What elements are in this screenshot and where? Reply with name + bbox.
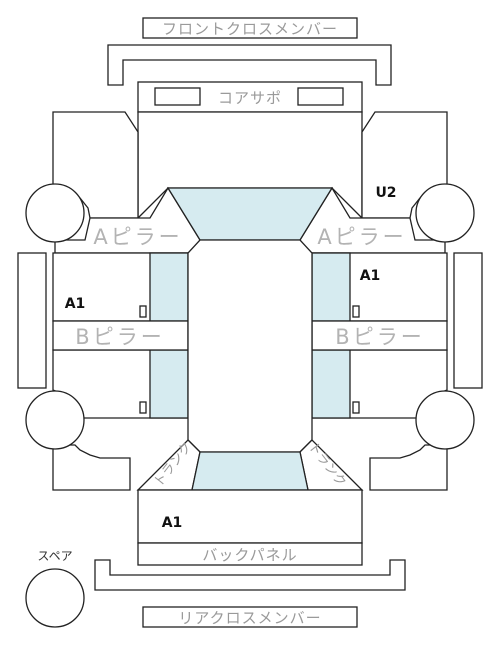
door-handle-fr	[352, 305, 360, 318]
b-pillar-left[interactable]	[52, 320, 189, 351]
back-panel-label: バックパネル	[202, 546, 297, 564]
a-pillar-left-label: Aピラー	[93, 225, 182, 249]
rear-quarter-right[interactable]	[369, 444, 448, 491]
spare-label: スペア	[37, 549, 72, 563]
code-right-front-door: A1	[360, 268, 381, 284]
code-left-front-door: A1	[65, 296, 86, 312]
rear-bumper-outline[interactable]	[94, 559, 406, 591]
b-pillar-right[interactable]	[311, 320, 448, 351]
roof[interactable]	[187, 239, 313, 453]
spare-tire[interactable]	[25, 568, 85, 628]
door-handle-fl	[139, 305, 147, 318]
front-window-left[interactable]	[149, 252, 189, 322]
front-cross-member-box[interactable]	[142, 17, 358, 39]
back-panel-box[interactable]	[137, 542, 363, 566]
b-pillar-right-label: Bピラー	[335, 325, 424, 349]
side-skirt-left[interactable]	[17, 252, 47, 389]
trunk-lid[interactable]	[137, 489, 363, 544]
wheel-front-right[interactable]	[415, 183, 475, 243]
rear-cross-member-label: リアクロスメンバー	[178, 609, 321, 627]
core-support-label: コアサポ	[218, 89, 282, 107]
rear-cross-member-box[interactable]	[142, 606, 358, 628]
b-pillar-left-label: Bピラー	[75, 325, 164, 349]
rear-window-left[interactable]	[149, 349, 189, 419]
wheel-rear-left[interactable]	[25, 390, 85, 450]
code-trunk-area: A1	[162, 515, 183, 531]
code-front-right-wheel: U2	[375, 185, 396, 201]
headlight-right[interactable]	[297, 87, 344, 106]
wheel-front-left[interactable]	[25, 183, 85, 243]
door-handle-rl	[139, 401, 147, 414]
wheel-rear-right[interactable]	[415, 390, 475, 450]
rear-window-right[interactable]	[311, 349, 351, 419]
front-cross-member-label: フロントクロスメンバー	[162, 20, 338, 38]
door-handle-rr	[352, 401, 360, 414]
side-skirt-right[interactable]	[453, 252, 483, 389]
a-pillar-right-label: Aピラー	[317, 225, 406, 249]
front-bumper-outline[interactable]	[107, 44, 392, 86]
front-window-right[interactable]	[311, 252, 351, 322]
rear-quarter-left[interactable]	[52, 444, 131, 491]
rear-window[interactable]	[191, 451, 309, 491]
headlight-left[interactable]	[154, 87, 201, 106]
